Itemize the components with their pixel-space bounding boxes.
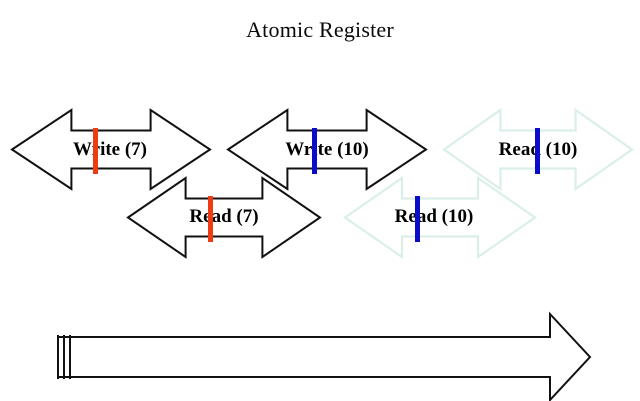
operation-marker-write-7 — [93, 128, 98, 174]
operation-arrow-write-7 — [10, 108, 212, 191]
operation-label-write-7: Write (7) — [72, 139, 148, 160]
operation-label-read-10-bottom: Read (10) — [394, 206, 474, 227]
timeline-arrow-shape — [57, 311, 592, 401]
timeline-arrow — [57, 311, 592, 401]
operation-arrow-read-10-bottom — [343, 175, 537, 260]
operation-arrow-write-10 — [226, 108, 428, 191]
operation-marker-read-10-top — [535, 128, 540, 174]
operation-label-write-10: Write (10) — [285, 139, 369, 160]
operation-arrow-read-7 — [126, 176, 322, 259]
operation-label-read-7: Read (7) — [189, 206, 259, 227]
operation-marker-read-10-bottom — [415, 196, 420, 242]
page-title: Atomic Register — [246, 17, 394, 42]
operation-marker-write-10 — [312, 128, 317, 174]
operation-marker-read-7 — [208, 196, 213, 242]
